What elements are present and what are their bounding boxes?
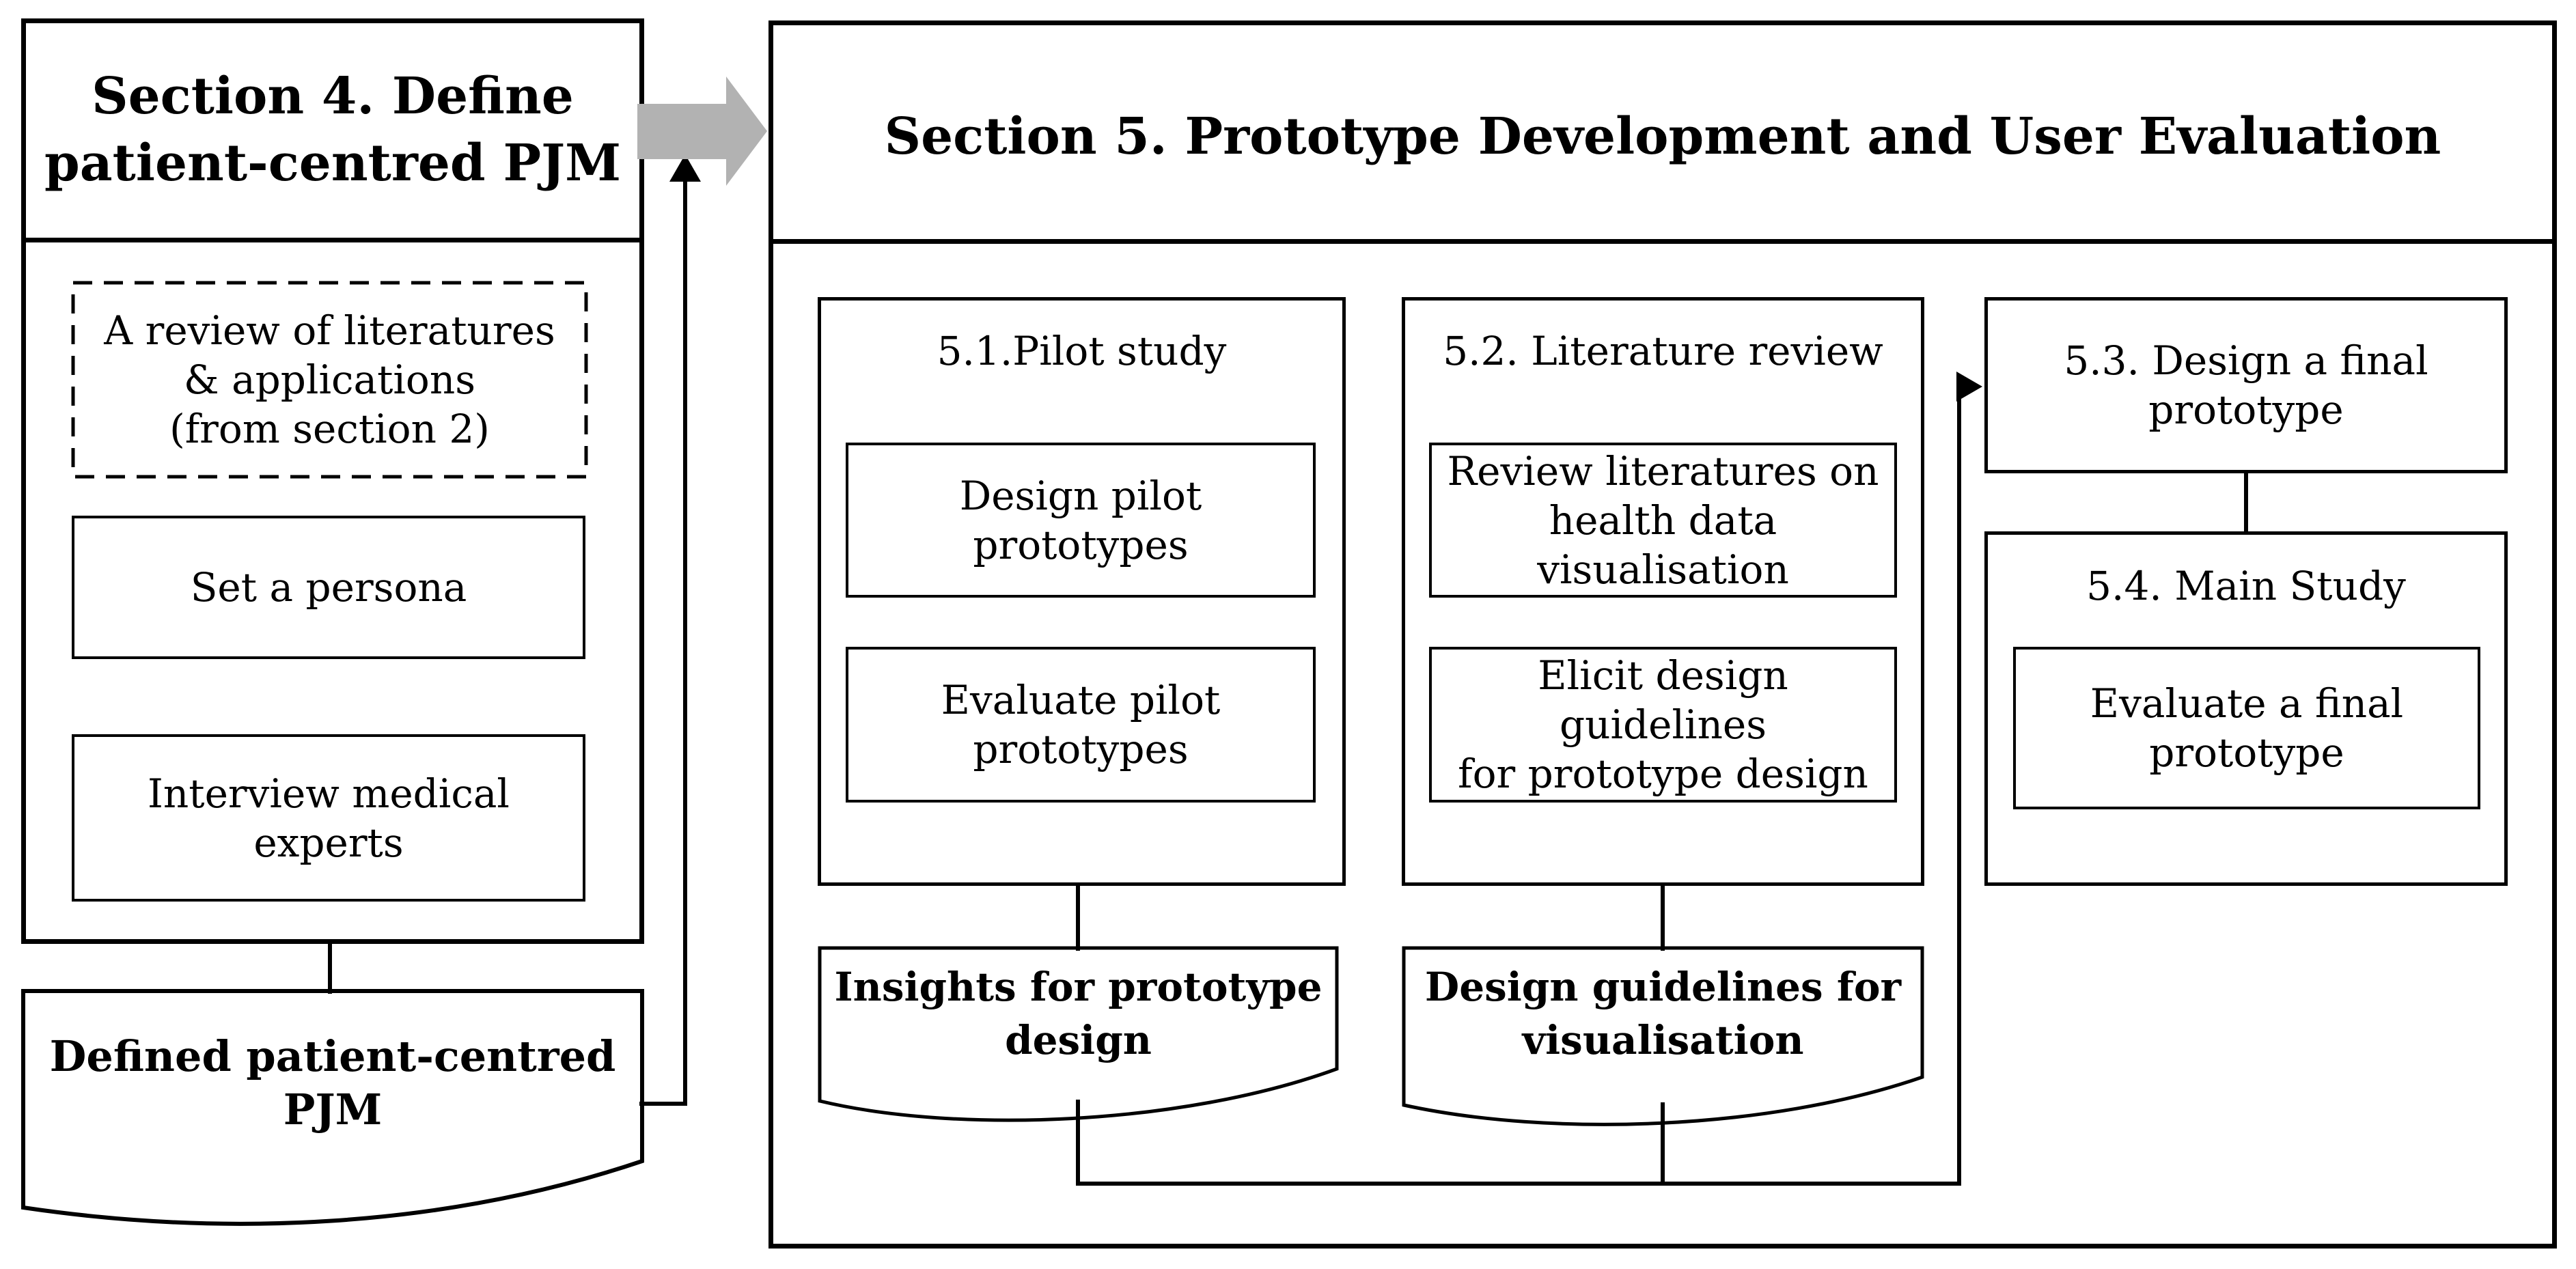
evaluate-pilot-prototypes-box: Evaluate pilot prototypes: [846, 647, 1316, 803]
defined-pjm-document-shape: [21, 989, 644, 1226]
elicit-guidelines-box: Elicit design guidelines for prototype d…: [1429, 647, 1897, 803]
review-line2: & applications: [184, 357, 475, 403]
main-study-title-text: 5.4. Main Study: [2086, 563, 2406, 609]
design-final-line1: 5.3. Design a final: [2064, 337, 2428, 384]
feedback-arrowhead-icon: [669, 154, 701, 182]
guidelines-document-shape: [1402, 946, 1924, 1126]
interview-experts-line2: experts: [253, 819, 404, 866]
evaluate-final-prototype-box: Evaluate a final prototype: [2013, 647, 2480, 809]
review-literatures-line1: Review literatures on: [1447, 447, 1879, 494]
guidelines-line2: visualisation: [1522, 1017, 1804, 1063]
section5-title-text: Section 5. Prototype Development and Use…: [884, 107, 2441, 166]
literature-review-title-text: 5.2. Literature review: [1443, 328, 1883, 374]
section5-title: Section 5. Prototype Development and Use…: [768, 41, 2557, 232]
feedback-arrow-line: [639, 179, 687, 1106]
interview-experts-box: Interview medical experts: [72, 734, 585, 902]
insights-line1: Insights for prototype: [834, 964, 1322, 1010]
into-final-prototype-arrowhead-icon: [1956, 372, 1982, 402]
elicit-guidelines-line2: for prototype design: [1458, 751, 1868, 797]
documents-to-final-connector: [1076, 387, 1961, 1186]
review-literatures-text: A review of literatures & applications (…: [72, 281, 587, 478]
evaluate-final-line2: prototype: [2149, 729, 2344, 776]
review-line1: A review of literatures: [104, 307, 555, 354]
design-pilot-line1: Design pilot: [959, 472, 1202, 519]
defined-pjm-document-label: Defined patient-centred PJM: [21, 991, 644, 1175]
set-persona-box: Set a persona: [72, 516, 585, 659]
review-literatures-line2: health data: [1549, 497, 1777, 544]
section4-to-section5-arrow-icon: [637, 76, 767, 186]
review-line3: (from section 2): [169, 406, 490, 452]
pilot-study-title-text: 5.1.Pilot study: [937, 328, 1227, 374]
evaluate-pilot-line1: Evaluate pilot: [941, 677, 1221, 723]
review-literatures-dashed-box: [71, 281, 588, 479]
guidelines-line1: Design guidelines for: [1424, 964, 1902, 1010]
section4-title: Section 4. Define patient-centred PJM: [21, 27, 644, 232]
set-persona-label: Set a persona: [190, 564, 467, 611]
pilot-study-title: 5.1.Pilot study: [818, 326, 1346, 376]
design-pilot-prototypes-box: Design pilot prototypes: [846, 443, 1316, 598]
defined-pjm-text: Defined patient-centred PJM: [49, 1031, 616, 1134]
guidelines-document-label: Design guidelines for visualisation: [1402, 960, 1924, 1067]
section4-header-divider: [21, 238, 644, 242]
design-final-line2: prototype: [2148, 387, 2344, 433]
section4-title-line1: Section 4. Define: [92, 67, 574, 126]
insights-document-label: Insights for prototype design: [818, 960, 1339, 1067]
main-study-title: 5.4. Main Study: [1984, 561, 2508, 611]
section4-title-line2: patient-centred PJM: [44, 134, 622, 193]
insights-document-shape: [818, 946, 1339, 1122]
evaluate-final-line1: Evaluate a final: [2090, 680, 2404, 727]
interview-experts-line1: Interview medical: [148, 770, 510, 817]
review-literatures-line3: visualisation: [1537, 546, 1789, 593]
section5-header-divider: [768, 239, 2557, 244]
design-pilot-line2: prototypes: [973, 521, 1189, 568]
design-final-prototype-box: 5.3. Design a final prototype: [1984, 297, 2508, 473]
insights-line2: design: [1005, 1017, 1152, 1063]
literature-review-title: 5.2. Literature review: [1402, 326, 1924, 376]
evaluate-pilot-line2: prototypes: [973, 726, 1189, 772]
elicit-guidelines-line1: Elicit design guidelines: [1538, 652, 1788, 748]
review-literatures-box: Review literatures on health data visual…: [1429, 443, 1897, 598]
